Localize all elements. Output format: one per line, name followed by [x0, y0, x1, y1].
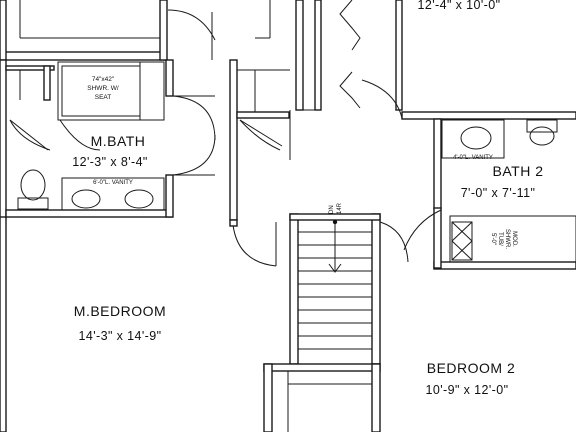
wall-mbed-left: [0, 216, 7, 432]
bath2-toilet-tank-icon: [526, 119, 558, 133]
bath2-vanity-counter: [441, 119, 505, 159]
tub-label-3: SHWR.: [504, 229, 510, 249]
wall-mbed-door-jamb: [229, 219, 238, 227]
door-swing-top: [167, 9, 216, 41]
wall-closet-mid: [229, 59, 238, 221]
wall-stair-top: [289, 213, 381, 221]
wall-bottom-closet-left: [263, 363, 273, 432]
wall-center-vertical: [295, 0, 304, 111]
shower-label-1: 74"x42": [92, 76, 115, 83]
closet-mid-door-swing: [239, 119, 281, 151]
mbed-door-swing: [232, 224, 277, 267]
wall-bottom-closet-right: [371, 363, 381, 432]
bifold-door-upper: [339, 0, 361, 51]
mbed-dims: 14'-3" x 14'-9": [79, 329, 162, 343]
shower-enclosure: [57, 61, 165, 121]
wall-mbath-bottom: [5, 209, 173, 218]
mbath-vanity-label: 6'-0"L. VANITY: [93, 180, 133, 186]
sink-left-icon: [71, 189, 101, 209]
wall-center-vertical-2: [314, 0, 322, 111]
wc-wall-top: [5, 65, 55, 71]
door-swing-mbath-lower: [172, 134, 216, 176]
wall-top-room-bottom: [401, 111, 576, 120]
wall-left-top: [0, 0, 7, 61]
wall-closet-right: [159, 0, 168, 61]
wc-door-leaf: [9, 119, 49, 151]
bath2-dims: 7'-0" x 7'-11": [461, 186, 536, 200]
door-swing-top-room: [361, 79, 403, 119]
tub-label-2: TUB/: [497, 232, 503, 246]
bath2-name: BATH 2: [493, 163, 544, 179]
wall-mbath-right-top: [165, 59, 174, 97]
stair-label-risers: 14R: [337, 202, 343, 214]
shower-inner: [61, 65, 141, 117]
bath2-tub-controls: [451, 221, 473, 261]
sink-right-icon: [124, 189, 154, 209]
mbed-name: M.BEDROOM: [74, 303, 166, 319]
wall-stair-left: [289, 213, 299, 365]
wall-bath2-bottom: [433, 261, 576, 270]
wall-left-mbath: [0, 59, 7, 219]
tub-label-1: 5'-0": [490, 233, 496, 245]
wc-wall-right: [43, 65, 51, 101]
bed2-name: BEDROOM 2: [427, 360, 516, 376]
wall-mbath-right-bottom: [165, 174, 174, 218]
bed2-dims: 10'-9" x 12'-0": [426, 383, 509, 397]
wall-closet-mid-top: [236, 111, 290, 119]
tub-label-group: 5'-0" TUB/ SHWR. MOD.: [490, 229, 517, 249]
wall-bath2-left-lower: [433, 207, 442, 269]
bath2-door-swing: [403, 209, 442, 251]
vanity-counter: [61, 177, 165, 211]
wall-upper-left: [0, 51, 167, 61]
toilet-bowl-icon: [20, 169, 46, 201]
top-room-dims: 12'-4" x 10'-0": [418, 0, 501, 12]
tub-control-x4: [451, 240, 473, 261]
tub-label-4: MOD.: [511, 231, 517, 247]
toilet-tank-icon: [17, 197, 49, 210]
shower-label-2: SHWR. W/: [87, 85, 119, 92]
stair-label-dn: DN: [329, 205, 335, 214]
wall-stair-right: [371, 213, 381, 365]
closet-mid-door-leaf: [239, 119, 283, 147]
bath2-sink-icon: [460, 126, 492, 150]
shower-label-3: SEAT: [95, 94, 112, 101]
door-swing-mbath-upper: [172, 95, 216, 141]
bath2-toilet-bowl-icon: [529, 126, 555, 146]
tub-control-x2: [451, 221, 473, 242]
shower-door-swing: [59, 119, 101, 151]
bed2-door-swing: [379, 221, 409, 263]
mbath-name: M.BATH: [91, 133, 146, 149]
wall-top-room-left: [395, 0, 403, 111]
wall-bottom-closet-top: [263, 363, 381, 372]
mbath-dims: 12'-3" x 8'-4": [72, 155, 148, 169]
wall-bath2-left: [433, 118, 442, 210]
bifold-door-lower: [339, 71, 361, 109]
stair-dot-icon: [332, 219, 338, 225]
stair-arrow-icon: [328, 263, 342, 273]
bath2-vanity-label: 4'-0"L. VANITY: [453, 155, 493, 161]
bath2-tub: [449, 215, 576, 263]
